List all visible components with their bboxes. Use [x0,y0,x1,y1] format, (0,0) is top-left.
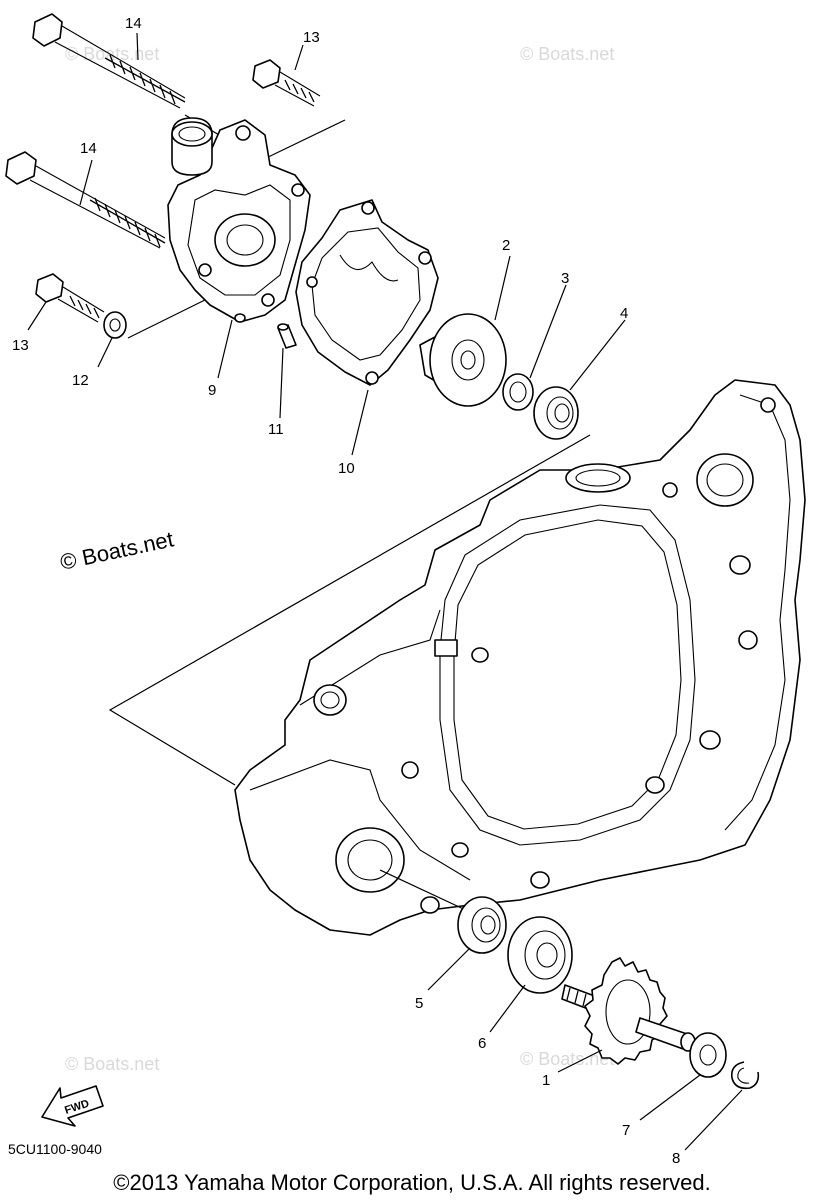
bolt-long-upper [32,13,186,109]
callout-12: 12 [72,372,89,389]
callout-10: 10 [338,460,355,477]
callout-14: 14 [80,140,97,157]
callout-1: 1 [542,1072,550,1089]
callout-13: 13 [303,29,320,46]
thrust-washer [689,1032,727,1078]
watermark-faint: © Boats.net [520,1049,614,1069]
assembly-leader [379,869,471,913]
pump-housing [167,117,311,323]
callout-2: 2 [502,237,510,254]
callout-13: 13 [12,337,29,354]
fwd-arrow-icon: FWD [41,1085,104,1127]
callout-9: 9 [208,382,216,399]
impeller [419,313,507,407]
bolt-short-upper [252,59,321,107]
pump-bearing [533,386,579,440]
crankcase-cover [234,379,806,936]
watermark-faint: © Boats.net [65,44,159,64]
bolt-short-lower [35,273,105,323]
gasket [295,199,439,386]
callout-14: 14 [125,15,142,32]
washer [103,311,127,339]
watermark-faint: © Boats.net [520,44,614,64]
pump-shaft-gear [561,957,696,1065]
callout-5: 5 [415,995,423,1012]
callout-leaders [27,32,743,1151]
callout-8: 8 [672,1150,680,1167]
diagram-code: 5CU1100-9040 [8,1141,102,1157]
callout-7: 7 [622,1122,630,1139]
watermark-faint: © Boats.net [65,1054,159,1074]
callout-4: 4 [620,305,628,322]
copyright-notice: ©2013 Yamaha Motor Corporation, U.S.A. A… [113,1170,711,1195]
assembly-leader [127,294,216,339]
circlip [730,1061,760,1090]
dowel-pin [277,323,297,349]
bolt-long-lower [5,151,166,249]
watermark: © Boats.net [58,526,176,574]
callout-6: 6 [478,1035,486,1052]
assembly-leader [108,434,591,786]
bearing-small [457,896,507,954]
callout-11: 11 [268,421,284,438]
callout-3: 3 [561,270,569,287]
bearing-large [507,916,573,994]
oil-seal [502,373,534,411]
